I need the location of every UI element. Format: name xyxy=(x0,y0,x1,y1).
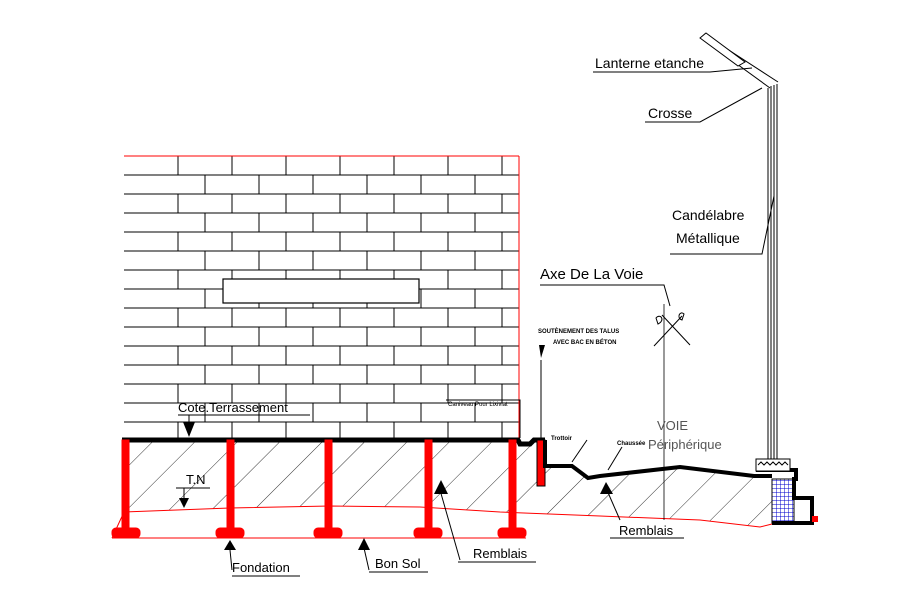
label-crosse: Crosse xyxy=(648,105,693,121)
brick-wall xyxy=(124,155,520,438)
label-remblais-left: Remblais xyxy=(473,546,528,561)
label-trottoir: Trottoir xyxy=(551,436,573,442)
label-lanterne: Lanterne etanche xyxy=(595,55,704,71)
ground-section xyxy=(111,440,773,539)
label-candelabre-1: Candélabre xyxy=(672,207,745,223)
label-cote: Cote.Terrassement xyxy=(178,400,288,415)
label-candelabre-2: Métallique xyxy=(676,230,740,246)
leader-lines xyxy=(176,67,775,571)
foundations xyxy=(111,439,527,539)
label-soutenement-2: AVEC BAC EN BÉTON xyxy=(553,338,616,346)
road-profile xyxy=(543,440,772,481)
label-fondation: Fondation xyxy=(232,560,290,575)
wall-opening xyxy=(222,278,420,304)
street-lamp xyxy=(699,32,779,459)
label-soutenement-1: SOUTÈNEMENT DES TALUS xyxy=(538,327,619,335)
label-tn: T.N xyxy=(186,472,206,487)
label-voie-2: Périphérique xyxy=(648,437,722,452)
label-underlines xyxy=(232,537,684,577)
label-remblais-right: Remblais xyxy=(619,523,674,538)
label-bon-sol: Bon Sol xyxy=(375,556,421,571)
label-voie-1: VOIE xyxy=(657,418,688,433)
terrassement-line xyxy=(122,437,545,447)
road-axis xyxy=(653,304,691,520)
arrowheads xyxy=(179,345,613,550)
lamp-foundation xyxy=(755,458,818,525)
label-axe: Axe De La Voie xyxy=(540,266,643,283)
label-chaussee: Chaussée xyxy=(617,441,646,447)
label-caniveau: Caniveau Pour Lixiviat xyxy=(448,402,508,408)
